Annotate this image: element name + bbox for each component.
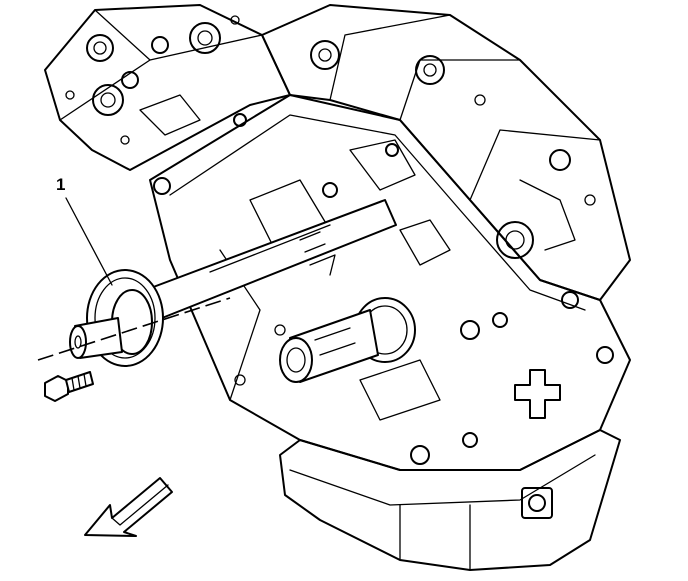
crankshaft-balancer-bolt-icon <box>44 371 94 402</box>
callout-leader-1 <box>65 197 113 286</box>
callout-label-1: 1 <box>56 175 66 194</box>
alignment-centerline <box>37 297 231 361</box>
installer-tool-shaft <box>139 199 397 323</box>
front-of-engine-arrow-icon <box>84 477 173 537</box>
crankshaft-balancer <box>69 269 164 367</box>
crankshaft-nose <box>279 297 416 383</box>
left-cylinder-head <box>44 4 291 171</box>
oil-pan <box>279 429 621 571</box>
